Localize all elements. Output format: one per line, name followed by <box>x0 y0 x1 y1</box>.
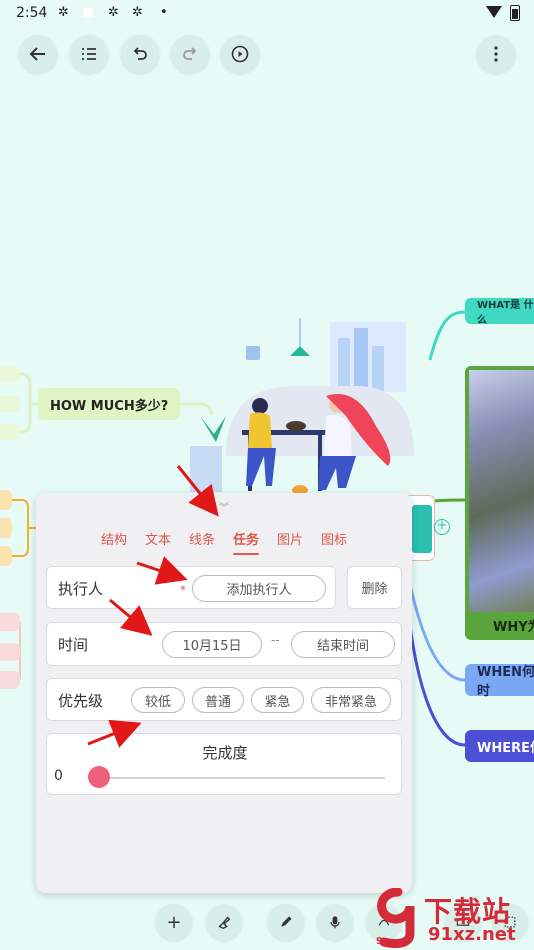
mic-button[interactable] <box>317 904 353 940</box>
summary-button[interactable] <box>445 904 481 940</box>
format-brush-button[interactable] <box>206 904 242 940</box>
back-icon <box>29 47 45 61</box>
priority-normal[interactable]: 普通 <box>192 687 244 713</box>
node-when[interactable]: WHEN何时 <box>465 664 534 699</box>
battery-icon <box>510 5 520 21</box>
pen-button[interactable] <box>268 904 304 940</box>
undo-icon <box>133 47 147 60</box>
back-button[interactable] <box>19 35 57 73</box>
node-label: WHERE何 <box>477 740 534 756</box>
left-subnode[interactable] <box>0 490 12 510</box>
relation-icon <box>378 919 390 926</box>
collapse-handle-icon[interactable]: ︾ <box>219 503 229 514</box>
watermark-text: 下载站 <box>424 895 512 928</box>
add-icon: + <box>166 911 182 933</box>
tab-structure[interactable]: 结构 <box>100 533 127 548</box>
boundary-icon <box>504 916 516 928</box>
node-why[interactable]: WHY为 <box>465 366 534 640</box>
cat-image <box>469 370 534 612</box>
add-assignee-input[interactable]: 添加执行人 <box>192 575 326 602</box>
completion-title: 完成度 <box>202 744 248 762</box>
left-subnode[interactable] <box>0 613 20 631</box>
app-icon: ✲ <box>58 5 69 20</box>
tab-text[interactable]: 文本 <box>144 533 171 548</box>
add-child-icon[interactable]: + <box>434 519 450 535</box>
left-subnode[interactable] <box>0 546 12 566</box>
undo-button[interactable] <box>121 35 159 73</box>
app-icon: ✲ <box>108 5 119 20</box>
status-time: 2:54 <box>16 5 48 21</box>
site-watermark: 9 下载站 91xz.net <box>370 888 534 950</box>
completion-slider-thumb[interactable] <box>88 766 110 788</box>
redo-icon <box>183 47 197 60</box>
node-how-much[interactable]: HOW MUCH多少? <box>38 388 180 420</box>
priority-very-urgent[interactable]: 非常紧急 <box>311 687 391 713</box>
style-panel: ︾ 结构 文本 线条 任务 图片 图标 执行人 * 添加执行人 删除 时间 10… <box>36 493 412 893</box>
mic-icon <box>330 916 340 929</box>
more-button[interactable] <box>477 35 515 73</box>
left-subnode[interactable] <box>0 518 12 538</box>
svg-text:9: 9 <box>376 936 383 947</box>
play-icon <box>231 45 249 63</box>
wifi-icon <box>486 6 502 18</box>
tab-image[interactable]: 图片 <box>277 533 304 548</box>
left-subnode[interactable] <box>0 643 20 661</box>
required-mark: * <box>180 583 186 597</box>
outline-button[interactable] <box>70 35 108 73</box>
center-topic-illustration <box>190 318 414 495</box>
time-row: 时间 10月15日 -- 结束时间 <box>46 622 402 666</box>
left-subnode[interactable] <box>0 671 20 689</box>
start-date-input[interactable]: 10月15日 <box>162 631 262 658</box>
boundary-button[interactable] <box>492 904 528 940</box>
node-label: WHEN何时 <box>477 665 534 699</box>
time-label: 时间 <box>58 636 89 654</box>
more-icon <box>494 46 498 62</box>
watermark-url: 91xz.net <box>428 924 516 945</box>
add-button[interactable]: + <box>156 904 192 940</box>
priority-row: 优先级 较低 普通 紧急 非常紧急 <box>46 678 402 721</box>
app-icon: ✲ <box>132 5 143 20</box>
outline-icon <box>82 48 96 60</box>
dot-icon: • <box>160 5 168 20</box>
status-bar: 2:54 ✲ ■ ✲ ✲ • <box>0 0 534 28</box>
tab-task[interactable]: 任务 <box>224 527 268 555</box>
tab-line[interactable]: 线条 <box>188 533 215 548</box>
panel-tabs: 结构 文本 线条 任务 图片 图标 <box>36 527 412 555</box>
date-separator: -- <box>271 633 280 647</box>
watermark-logo: 9 <box>376 888 415 948</box>
summary-icon <box>456 918 470 926</box>
node-where[interactable]: WHERE何 <box>465 730 534 762</box>
pen-icon <box>281 916 292 927</box>
assignee-row: 执行人 * 添加执行人 <box>46 566 336 609</box>
redo-button[interactable] <box>171 35 209 73</box>
center-topic-accent <box>412 505 432 553</box>
end-date-input[interactable]: 结束时间 <box>291 631 395 658</box>
left-subnode[interactable] <box>0 424 20 440</box>
delete-button[interactable]: 删除 <box>347 566 402 609</box>
play-button[interactable] <box>221 35 259 73</box>
assignee-label: 执行人 <box>58 580 104 598</box>
node-label: WHY为 <box>493 620 534 635</box>
completion-slider-track[interactable] <box>101 777 385 779</box>
tab-icon[interactable]: 图标 <box>321 533 348 548</box>
app-icon: ■ <box>82 5 95 20</box>
priority-label: 优先级 <box>58 692 104 710</box>
completion-row: 完成度 0 <box>46 733 402 795</box>
left-subnode[interactable] <box>0 396 20 412</box>
node-what[interactable]: WHAT是 什 么 <box>465 298 534 326</box>
node-label: WHAT是 什 么 <box>477 300 534 326</box>
priority-urgent[interactable]: 紧急 <box>251 687 304 713</box>
left-subnode[interactable] <box>0 366 20 382</box>
format-brush-icon <box>218 916 231 930</box>
completion-value: 0 <box>54 768 63 784</box>
node-label: HOW MUCH多少? <box>50 398 169 414</box>
priority-low[interactable]: 较低 <box>131 687 185 713</box>
